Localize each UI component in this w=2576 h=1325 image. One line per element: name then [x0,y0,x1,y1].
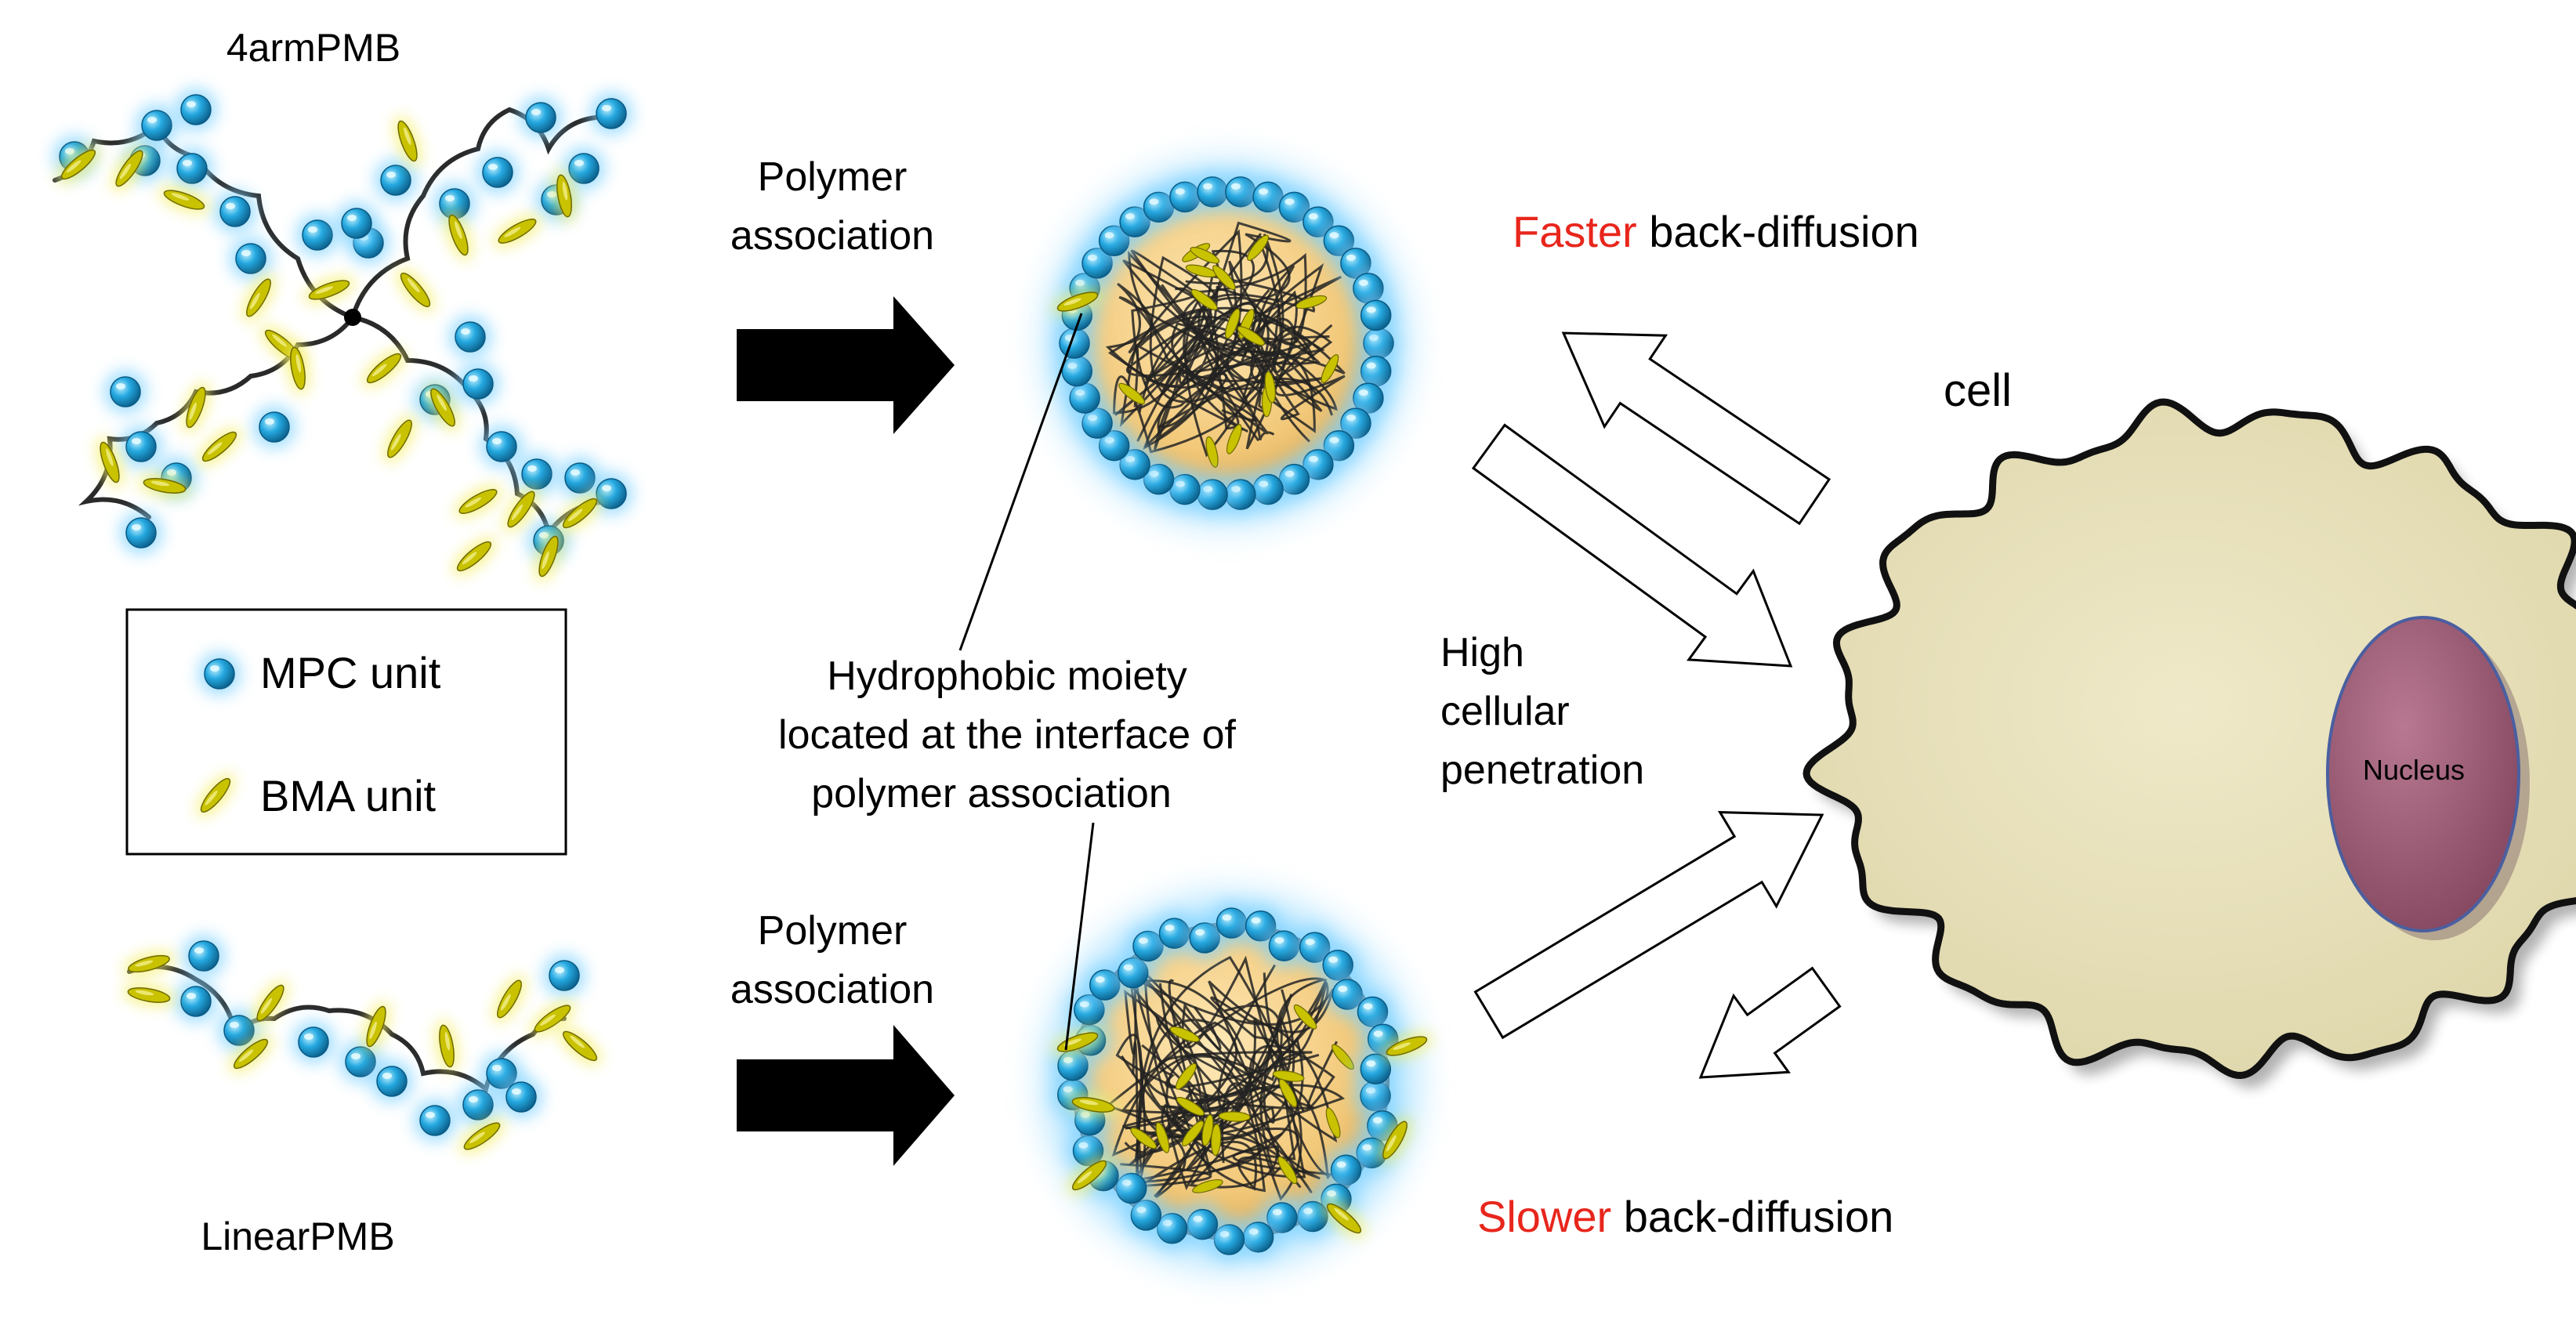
mpc-unit [414,1099,456,1142]
mpc-unit [476,151,519,194]
bma-unit [247,976,294,1031]
mpc-unit [175,89,217,131]
tangled-chain [1114,249,1338,443]
cell-label: cell [1944,365,2012,416]
mpc-unit [543,954,585,997]
micelle-bottom [1042,893,1435,1269]
mpc-unit [120,425,162,468]
association-arrow-bottom [737,1025,955,1166]
bma-unit [447,531,502,581]
tangled-chain [1115,989,1315,1197]
faster-rest: back-diffusion [1637,207,1919,256]
mpc-unit [296,214,339,256]
linear-polymer [121,935,607,1160]
legend: MPC unit BMA unit [125,608,567,856]
mpc-unit [214,190,256,233]
four-arm-label: 4armPMB [226,26,400,70]
linear-label: LinearPMB [201,1215,394,1258]
bma-unit [121,980,176,1009]
mpc-unit [1355,294,1397,336]
mpc-unit [520,96,562,139]
tangled-chain [1131,255,1316,433]
faster-back-diffusion: Faster back-diffusion [1513,207,1919,256]
bma-unit [450,480,506,524]
hydrophobic-line2: located at the interface of [778,712,1236,758]
penetration-line2: cellular [1440,689,1570,734]
tangled-chain [1188,996,1338,1189]
mpc-unit [253,406,295,448]
mpc-unit [104,371,147,413]
slower-word: Slower [1477,1192,1611,1241]
polymer-backbone [350,107,598,320]
back-diffusion-arrow-top [1561,331,1831,526]
bma-unit [193,422,247,472]
polymer-backbone [78,315,355,520]
micelle-top [1045,161,1408,525]
mpc-unit [230,237,272,280]
mpc-unit [375,159,417,201]
four-arm-polymer [52,89,632,585]
penetration-arrow-top [1471,423,1793,668]
slower-rest: back-diffusion [1611,1192,1893,1241]
legend-bma-label: BMA unit [260,771,437,820]
tangled-chain [1107,290,1316,450]
mpc-unit [120,512,162,554]
mpc-unit [335,202,378,244]
bma-unit [357,343,411,393]
mpc-unit [590,92,632,135]
nucleus-label: Nucleus [2363,754,2465,786]
penetration-line3: penetration [1440,748,1644,793]
mpc-unit [480,425,523,468]
tangled-chain [1137,264,1333,415]
cell: Nucleus [1802,398,2576,1088]
bma-unit [378,411,422,467]
hollow-arrows [1471,331,1842,1079]
bma-unit [489,209,545,254]
mpc-unit [371,1060,413,1102]
bma-unit [432,1018,461,1073]
mpc-unit [183,935,225,977]
association-top-line2: association [730,213,934,259]
association-bottom-line2: association [730,967,934,1012]
mpc-unit [500,1076,542,1118]
bma-unit [121,947,177,981]
slower-back-diffusion: Slower back-diffusion [1477,1192,1893,1241]
bma-unit [390,263,440,317]
mpc-unit [457,363,499,405]
bma-unit [553,1021,607,1071]
nucleus [2326,616,2520,932]
association-top-line1: Polymer [758,154,908,200]
penetration-arrow-bottom [1473,810,1824,1040]
tangled-chain [1118,287,1334,430]
penetration-line1: High [1440,630,1524,675]
association-bottom-line1: Polymer [758,908,908,954]
legend-mpc-label: MPC unit [260,648,441,697]
pointer-line-top [958,313,1083,651]
mpc-unit [449,316,491,358]
mpc-unit [175,980,217,1023]
polymer-core-junction [344,309,361,326]
bma-unit [487,971,532,1027]
association-arrow-top [737,296,955,434]
mpc-unit [171,147,213,190]
back-diffusion-arrow-bottom [1698,966,1842,1079]
hydrophobic-line1: Hydrophobic moiety [827,653,1187,699]
faster-word: Faster [1513,207,1637,256]
hydrophobic-line3: polymer association [811,771,1172,816]
mpc-unit [136,104,178,147]
pointer-line-bottom [1064,822,1095,1051]
mpc-unit [292,1021,335,1063]
mpc-legend-icon [198,653,241,695]
